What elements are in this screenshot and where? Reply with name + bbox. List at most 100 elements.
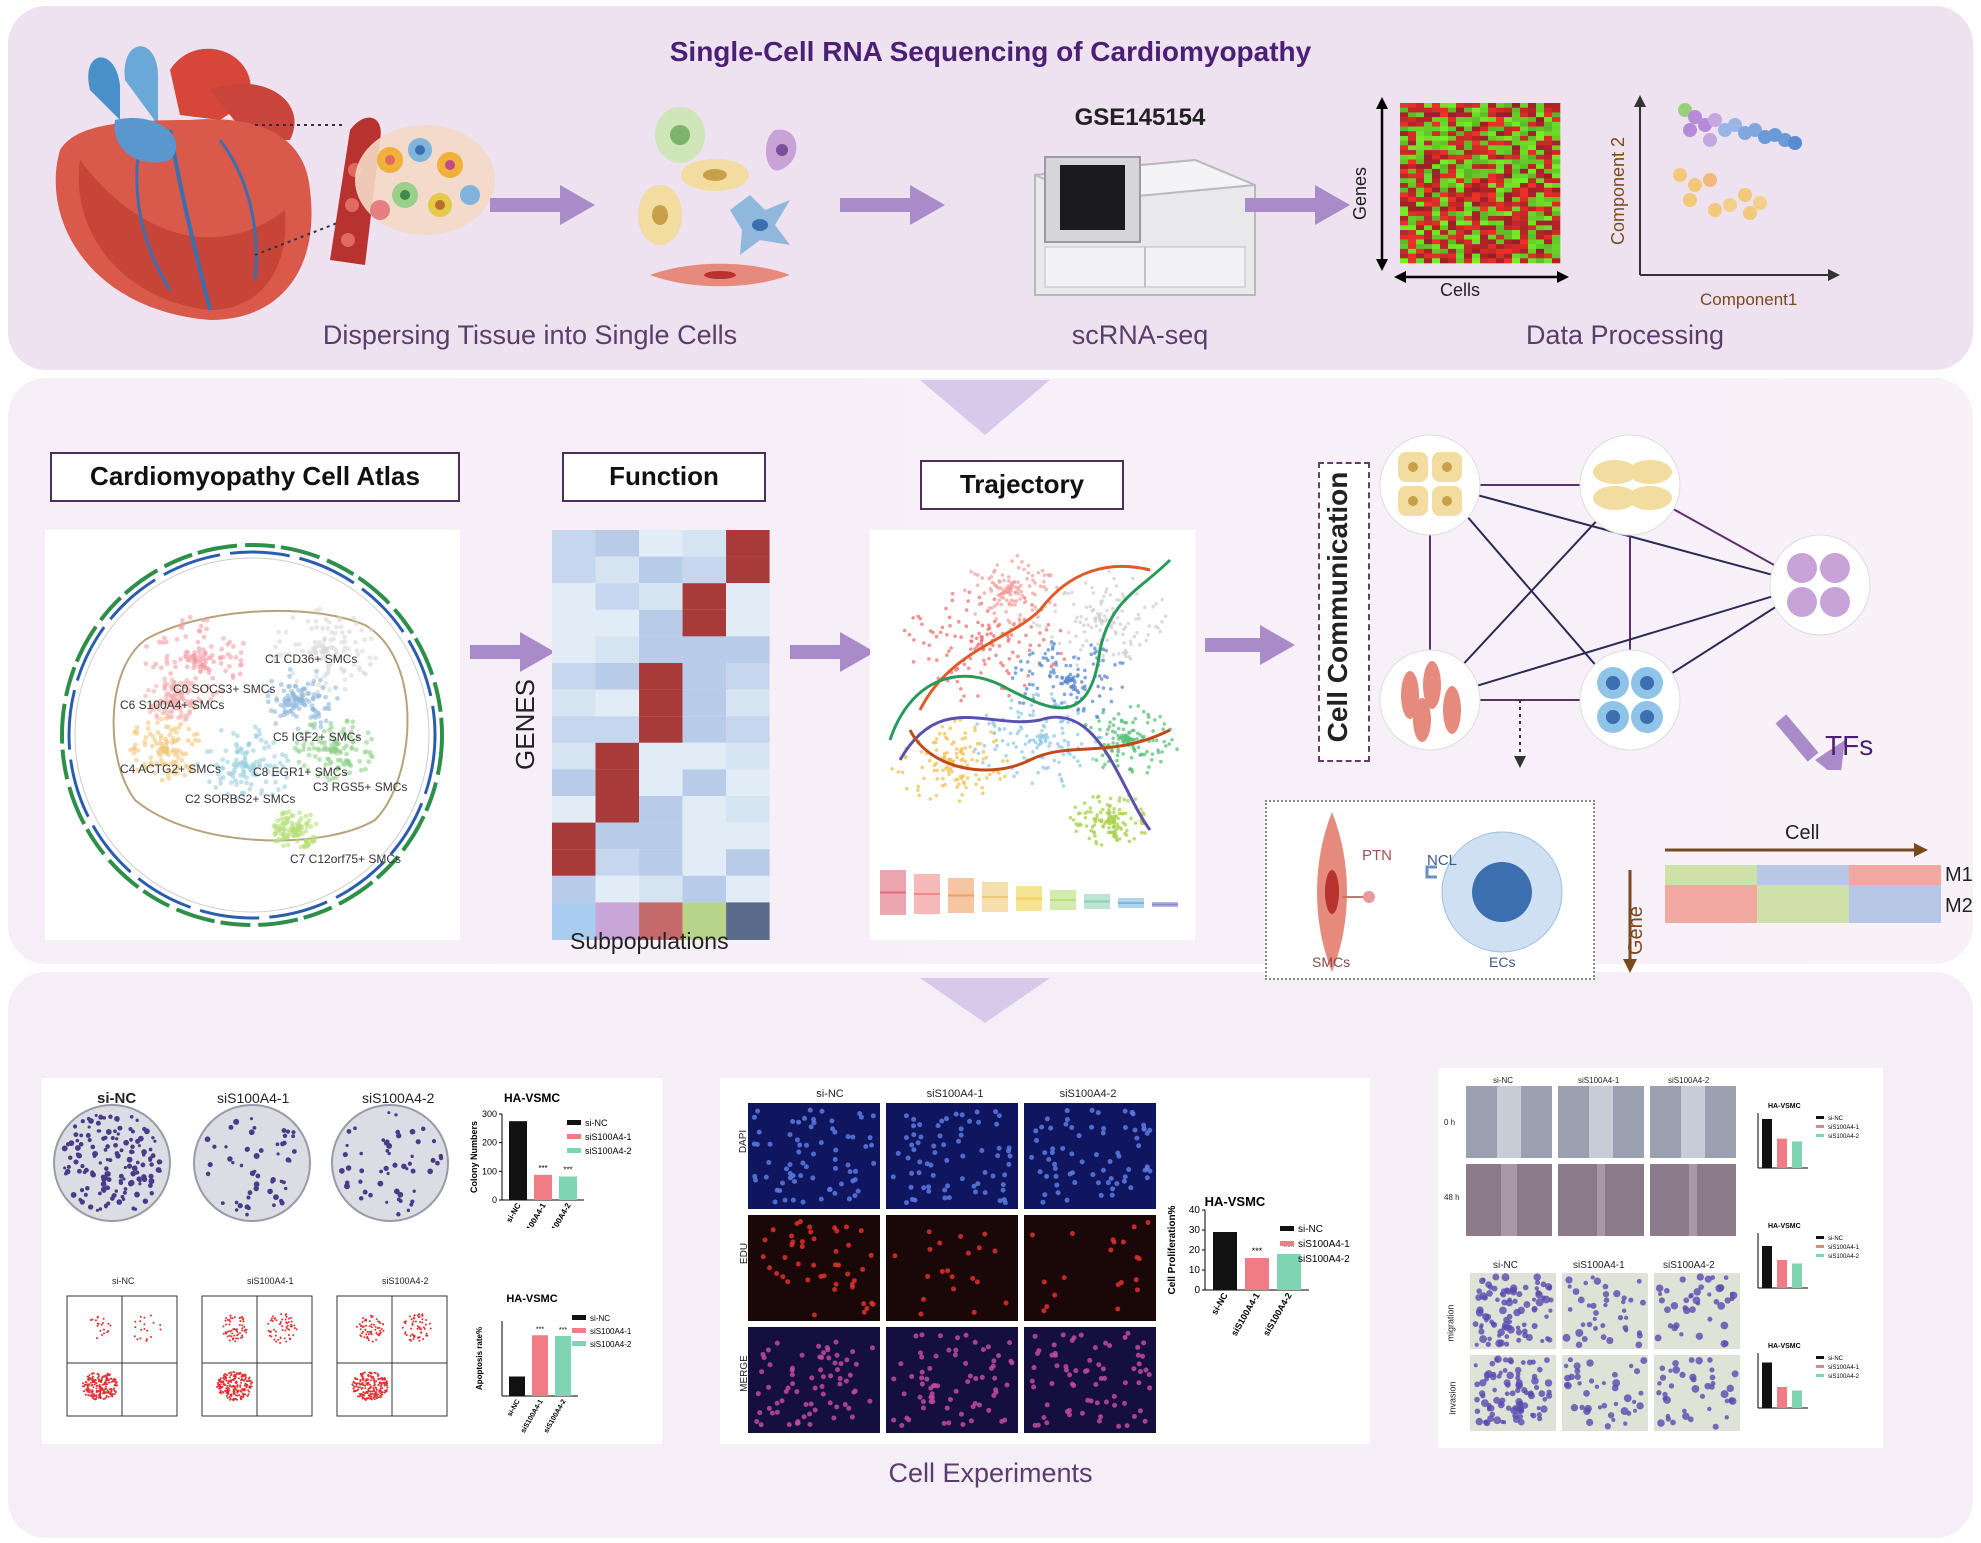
nucleus-dot (1122, 1335, 1128, 1341)
nucleus-dot (1044, 1402, 1050, 1408)
heatmap-cell (1400, 258, 1409, 264)
nucleus-dot (870, 1113, 876, 1119)
trajectory-dot (1031, 578, 1035, 583)
nucleus-dot (780, 1180, 786, 1186)
flow-event (242, 1375, 245, 1378)
colony-dot (205, 1171, 211, 1177)
heatmap-cell (1424, 220, 1433, 226)
trajectory-dot (1027, 682, 1032, 687)
umap-dot (192, 662, 198, 668)
trajectory-dot (980, 786, 985, 790)
trajectory-dot (1046, 765, 1051, 770)
stained-cell (1479, 1292, 1488, 1300)
function-heat-cell (595, 769, 640, 796)
flow-event (226, 1384, 229, 1387)
umap-dot (186, 687, 192, 693)
x-tick-label: si-NC (507, 1399, 522, 1418)
nucleus-dot (956, 1138, 962, 1144)
trajectory-dot (1029, 625, 1033, 629)
trajectory-dot (970, 757, 974, 762)
nucleus-dot (1053, 1173, 1059, 1179)
heatmap-cell (1416, 173, 1425, 179)
scatter-dot (1728, 118, 1742, 132)
trajectory-dot (1101, 647, 1106, 651)
heatmap-cell (1464, 154, 1473, 160)
stained-cell (1535, 1280, 1541, 1286)
flow-event (374, 1396, 377, 1399)
nucleus-dot (921, 1296, 927, 1302)
trajectory-dot (1132, 836, 1136, 841)
heatmap-cell (1544, 192, 1553, 198)
trajectory-dot (1004, 609, 1008, 614)
nucleus-dot (864, 1306, 870, 1312)
single-cells-illustration (638, 107, 797, 287)
heatmap-cell (1408, 248, 1417, 254)
trajectory-dot (1030, 672, 1035, 676)
stained-cell (1523, 1301, 1531, 1309)
heatmap-cell (1472, 117, 1481, 123)
nucleus-dot (1101, 1125, 1107, 1131)
trajectory-dot (995, 744, 999, 748)
umap-dot (287, 667, 293, 672)
umap-dot (207, 667, 212, 673)
heatmap-cell (1536, 159, 1545, 165)
trajectory-dot (1049, 670, 1053, 674)
colony-dot (82, 1170, 87, 1175)
nucleus-dot (927, 1365, 933, 1371)
umap-dot (289, 827, 295, 833)
trajectory-dot (947, 757, 951, 762)
flow-event (365, 1378, 368, 1381)
trajectory-dot (966, 599, 971, 603)
function-heat-cell (552, 796, 596, 823)
trajectory-dot (1128, 705, 1133, 709)
heatmap-cell (1448, 201, 1457, 207)
heatmap-cell (1520, 183, 1529, 189)
nucleus-dot (758, 1422, 764, 1428)
nucleus-dot (794, 1220, 800, 1226)
heatmap-cell (1408, 215, 1417, 221)
nucleus-dot (754, 1141, 760, 1147)
umap-dot (169, 687, 175, 693)
flow-event (361, 1382, 364, 1385)
umap-dot (333, 685, 338, 691)
trajectory-dot (1111, 741, 1115, 745)
umap-dot (197, 653, 203, 659)
umap-dot (339, 630, 345, 635)
y-tick-label: 200 (482, 1138, 497, 1148)
colony-dot (153, 1139, 157, 1143)
nucleus-dot (774, 1270, 780, 1276)
heatmap-cell (1400, 164, 1409, 170)
nucleus-dot (760, 1254, 766, 1260)
umap-dot (287, 673, 292, 679)
heatmap-cell (1416, 117, 1425, 123)
flow-event (371, 1390, 374, 1393)
nucleus-dot (959, 1176, 965, 1182)
scatter-dot (1703, 173, 1717, 187)
heatmap-cell (1416, 230, 1425, 236)
ecs-label: ECs (1489, 954, 1516, 970)
trajectory-dot (1035, 686, 1040, 691)
function-heat-cell (682, 822, 727, 850)
umap-dot (338, 750, 343, 756)
nucleus-dot (921, 1185, 927, 1191)
flow-event (236, 1330, 239, 1333)
heatmap-cell (1552, 164, 1561, 170)
module-m1: M1 (1945, 864, 1973, 886)
heatmap-cell (1528, 220, 1537, 226)
nucleus-dot (837, 1381, 843, 1387)
stained-cell (1611, 1417, 1616, 1422)
trajectory-dot (1123, 822, 1128, 827)
trajectory-dot (981, 750, 986, 754)
nucleus-dot (1079, 1159, 1085, 1165)
trajectory-dot (985, 776, 989, 780)
stained-cell (1621, 1295, 1627, 1301)
flow-event (385, 1380, 388, 1383)
heatmap-cell (1480, 197, 1489, 203)
flow-event (236, 1394, 239, 1397)
flow-event (100, 1377, 103, 1380)
cluster-label-6: C8 EGR1+ SMCs (253, 765, 348, 779)
heatmap-cell (1488, 248, 1497, 254)
stained-cell (1512, 1412, 1520, 1420)
flow-event (113, 1378, 116, 1381)
heatmap-cell (1448, 234, 1457, 240)
